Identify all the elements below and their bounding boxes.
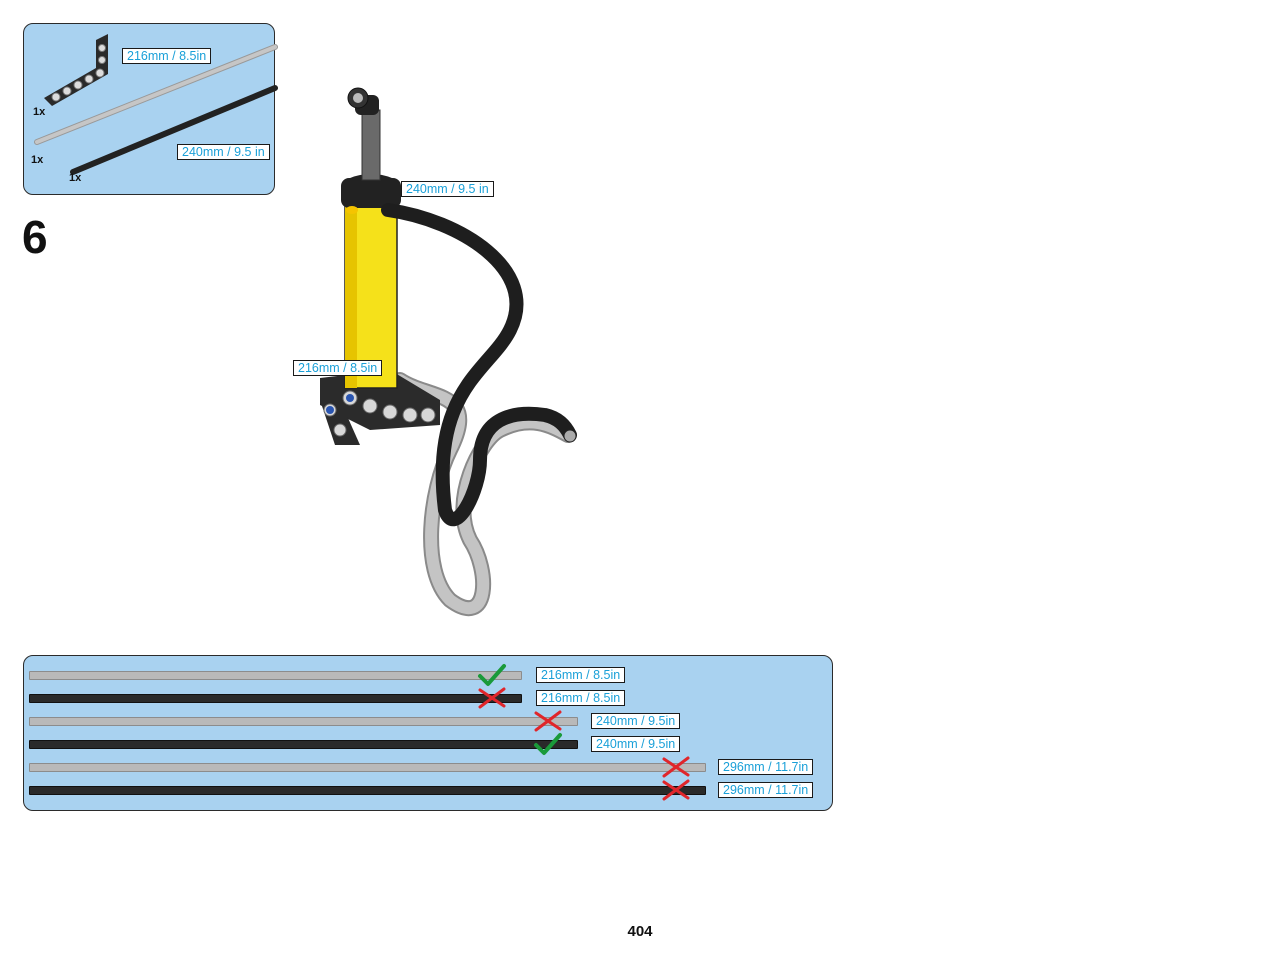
black-hose-qty: 1x bbox=[69, 172, 82, 184]
grey-hose-length-tag: 216mm / 8.5in bbox=[122, 48, 212, 64]
check-icon bbox=[478, 664, 506, 686]
page-number: 404 bbox=[627, 923, 653, 940]
hose-bar-black bbox=[29, 694, 522, 703]
hose-length-label: 216mm / 8.5in bbox=[536, 667, 626, 683]
hose-length-label: 216mm / 8.5in bbox=[536, 690, 626, 706]
black-hose-length-tag: 240mm / 9.5 in bbox=[177, 144, 270, 160]
hose-length-label: 240mm / 9.5in bbox=[591, 736, 681, 752]
cross-icon bbox=[534, 710, 562, 732]
cross-icon bbox=[662, 779, 690, 801]
hose-bar-black bbox=[29, 740, 578, 749]
black-hose-icon bbox=[70, 85, 278, 175]
check-icon bbox=[534, 733, 562, 755]
hose-length-guide: 216mm / 8.5in 216mm / 8.5in 240mm / 9.5in 2… bbox=[23, 655, 833, 811]
beam-qty: 1x bbox=[33, 106, 46, 118]
hose-bar-grey bbox=[29, 763, 706, 772]
grey-hose-icon bbox=[34, 44, 278, 145]
step-number: 6 bbox=[22, 211, 48, 263]
hose-length-label: 296mm / 11.7in bbox=[718, 759, 814, 775]
grey-hose-callout: 216mm / 8.5in bbox=[293, 360, 383, 376]
cross-icon bbox=[478, 687, 506, 709]
assembly-illustration bbox=[320, 87, 577, 616]
hose-length-label: 296mm / 11.7in bbox=[718, 782, 814, 798]
grey-hose-qty: 1x bbox=[31, 154, 44, 166]
hose-length-label: 240mm / 9.5in bbox=[591, 713, 681, 729]
hose-bar-grey bbox=[29, 717, 578, 726]
black-hose-path bbox=[381, 203, 577, 527]
beam-icon bbox=[44, 34, 108, 106]
cross-icon bbox=[662, 756, 690, 778]
black-hose-callout: 240mm / 9.5 in bbox=[401, 181, 494, 197]
hose-bar-grey bbox=[29, 671, 522, 680]
hose-bar-black bbox=[29, 786, 706, 795]
parts-list-panel: 1x 1x 216mm / 8.5in 1x 240mm / 9.5 in bbox=[23, 23, 278, 195]
